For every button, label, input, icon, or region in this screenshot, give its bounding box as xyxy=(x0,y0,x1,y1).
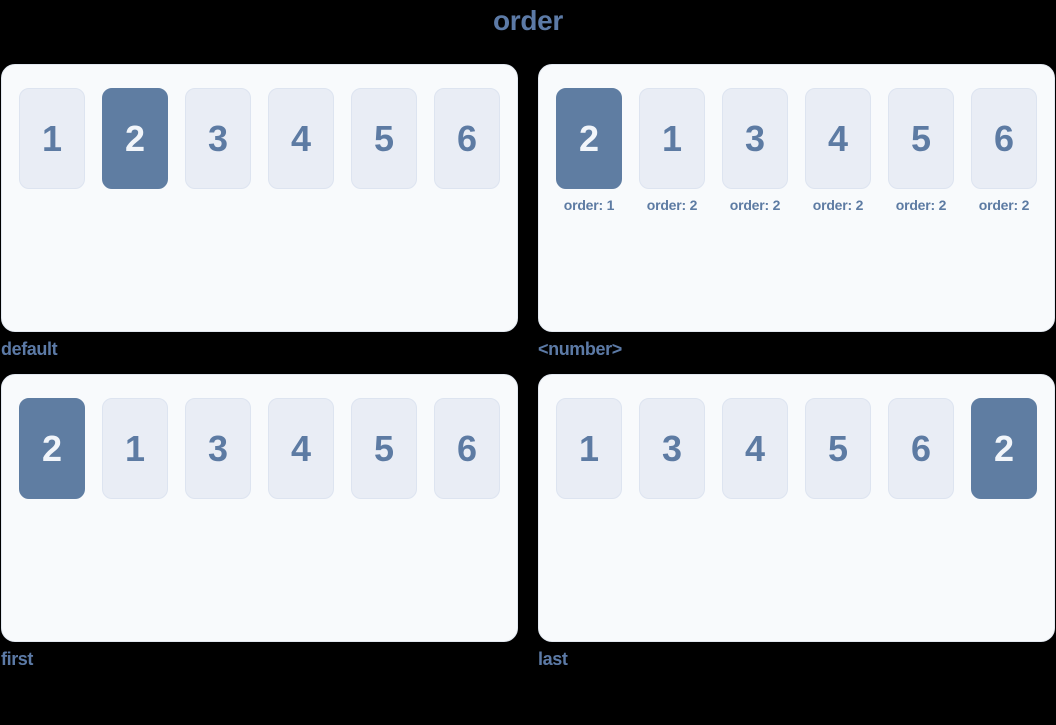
order-box-5: 5 xyxy=(351,88,417,189)
order-box-4: 4 xyxy=(268,88,334,189)
order-box-1: 1 xyxy=(19,88,85,189)
page-title: order xyxy=(492,5,564,36)
order-box-3: 3 xyxy=(185,88,251,189)
order-box-4: 4 xyxy=(722,398,788,499)
flex-container-number: 2 order: 1 1 order: 2 3 order: 2 4 order… xyxy=(538,64,1055,332)
demo-cell-first: 2 1 3 4 5 6 first xyxy=(1,374,518,671)
order-caption: order: 2 xyxy=(729,197,781,213)
order-box-5: 5 xyxy=(351,398,417,499)
order-caption: order: 2 xyxy=(812,197,864,213)
order-item: 6 order: 2 xyxy=(971,88,1037,213)
order-caption: order: 2 xyxy=(895,197,947,213)
demo-cell-last: 1 3 4 5 6 2 last xyxy=(538,374,1055,671)
order-box-6: 6 xyxy=(971,88,1037,189)
order-box-3: 3 xyxy=(722,88,788,189)
panel-label-last: last xyxy=(538,649,568,669)
order-box-2-highlighted: 2 xyxy=(971,398,1037,499)
panel-label-default: default xyxy=(1,339,58,359)
order-box-6: 6 xyxy=(434,398,500,499)
order-box-3: 3 xyxy=(185,398,251,499)
order-box-6: 6 xyxy=(888,398,954,499)
panel-label-first: first xyxy=(1,649,34,669)
order-item: 4 order: 2 xyxy=(805,88,871,213)
order-item: 1 order: 2 xyxy=(639,88,705,213)
flex-container-last: 1 3 4 5 6 2 xyxy=(538,374,1055,642)
order-box-4: 4 xyxy=(805,88,871,189)
demo-grid: 1 2 3 4 5 6 default 2 order: 1 1 order: … xyxy=(1,64,1055,671)
order-box-3: 3 xyxy=(639,398,705,499)
order-caption: order: 2 xyxy=(646,197,698,213)
order-box-1: 1 xyxy=(102,398,168,499)
order-box-5: 5 xyxy=(888,88,954,189)
order-box-1: 1 xyxy=(556,398,622,499)
order-box-6: 6 xyxy=(434,88,500,189)
flex-container-default: 1 2 3 4 5 6 xyxy=(1,64,518,332)
order-box-1: 1 xyxy=(639,88,705,189)
order-item: 5 order: 2 xyxy=(888,88,954,213)
order-item: 2 order: 1 xyxy=(556,88,622,213)
order-caption: order: 1 xyxy=(563,197,615,213)
panel-label-number: <number> xyxy=(538,339,622,359)
order-box-2-highlighted: 2 xyxy=(556,88,622,189)
order-item: 3 order: 2 xyxy=(722,88,788,213)
demo-cell-default: 1 2 3 4 5 6 default xyxy=(1,64,518,361)
order-box-2-highlighted: 2 xyxy=(19,398,85,499)
order-box-5: 5 xyxy=(805,398,871,499)
flex-container-first: 2 1 3 4 5 6 xyxy=(1,374,518,642)
order-box-2-highlighted: 2 xyxy=(102,88,168,189)
demo-cell-number: 2 order: 1 1 order: 2 3 order: 2 4 order… xyxy=(538,64,1055,361)
order-caption: order: 2 xyxy=(978,197,1030,213)
order-box-4: 4 xyxy=(268,398,334,499)
